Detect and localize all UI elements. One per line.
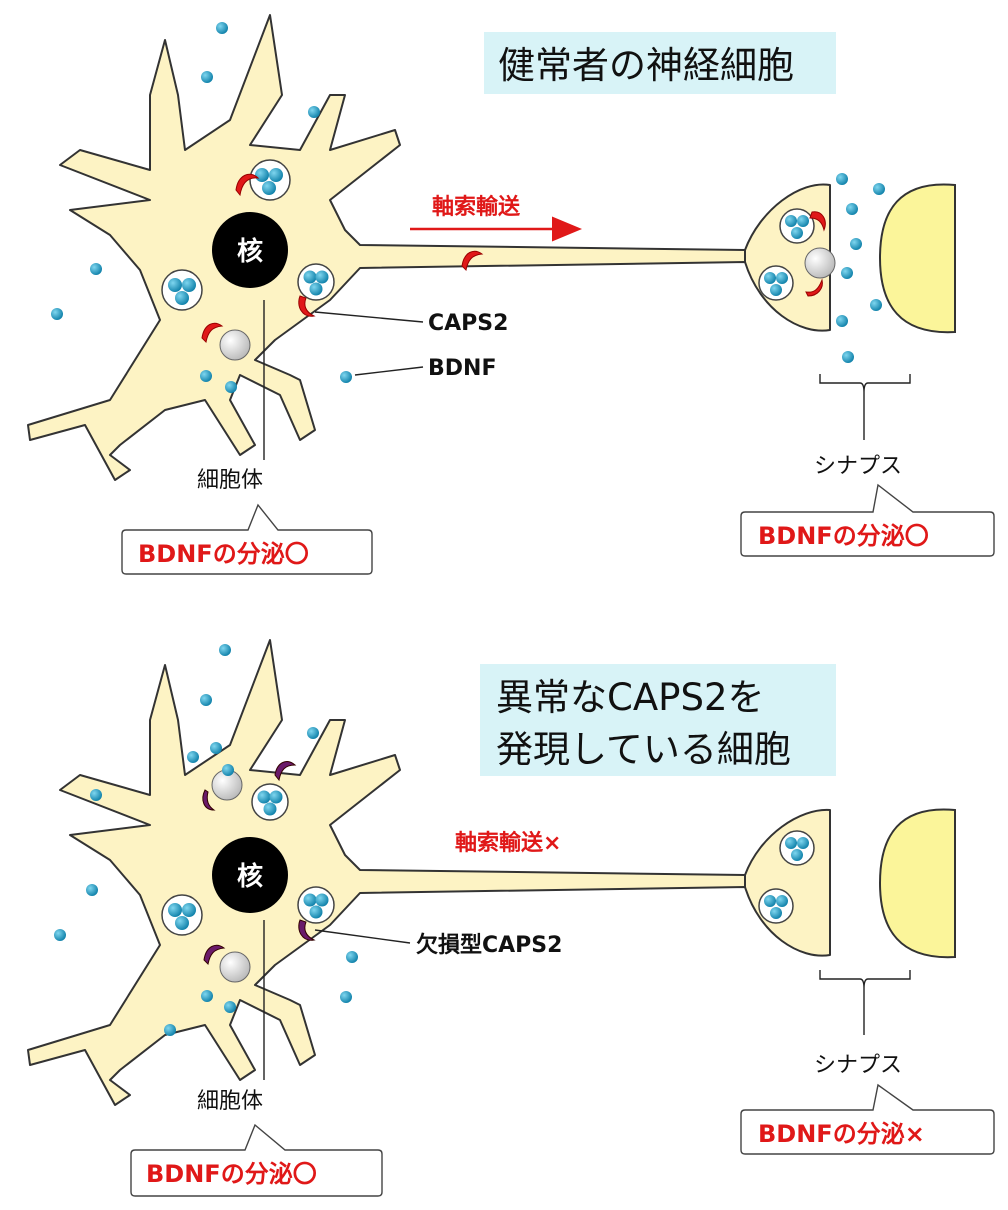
empty-vesicle — [804, 247, 836, 279]
caps2-marker — [461, 250, 484, 272]
axon-transport-label: 軸索輸送 — [432, 194, 520, 220]
axon-terminal — [744, 808, 831, 957]
neuron-cell-body — [27, 14, 791, 481]
caps2-leader — [314, 929, 411, 944]
terminal-vesicle-1 — [779, 830, 815, 866]
title-box-abnormal — [480, 664, 836, 776]
bdnf-label: BDNF — [428, 356, 496, 381]
vesicle-cluster-1 — [249, 159, 291, 201]
synapse-callout-box — [740, 1083, 995, 1155]
axon-transport-label: 軸索輸送× — [455, 830, 561, 856]
nucleus-label: 核 — [237, 861, 263, 892]
terminal-vesicle-2 — [758, 888, 794, 924]
terminal-vesicle-2 — [758, 265, 794, 301]
title-abnormal-line2: 発現している細胞 — [496, 728, 791, 771]
synapse-callout-text: BDNFの分泌〇 — [758, 522, 929, 550]
soma-callout-box — [121, 503, 373, 575]
nucleus-label: 核 — [237, 236, 263, 267]
synapse-label: シナプス — [814, 1053, 902, 1078]
deficient-caps2-marker — [298, 919, 316, 941]
soma-callout-text: BDNFの分泌〇 — [146, 1160, 317, 1188]
bdnf-dots-bottom — [54, 644, 358, 1036]
caps2-marker — [235, 173, 260, 197]
soma-callout-text: BDNFの分泌〇 — [138, 540, 309, 568]
nucleus — [212, 837, 288, 913]
postsynaptic-cell — [878, 808, 956, 959]
caps2-label: CAPS2 — [428, 311, 508, 336]
synapse-callout-box — [740, 483, 995, 557]
deficient-caps2-marker — [203, 944, 226, 966]
vesicle-cluster-2 — [161, 894, 203, 936]
title-abnormal-line1: 異常なCAPS2を — [496, 676, 765, 719]
nucleus — [212, 212, 288, 288]
neuron-cell-body — [27, 639, 791, 1106]
synapse-label: シナプス — [814, 454, 902, 479]
deficient-caps2-marker — [202, 789, 216, 811]
bdnf-leader — [354, 366, 424, 376]
synapse-callout-text: BDNFの分泌× — [758, 1120, 925, 1148]
title-box-healthy — [484, 32, 836, 94]
deficient-caps2-label: 欠損型CAPS2 — [416, 932, 562, 958]
caps2-marker — [805, 278, 823, 297]
deficient-caps2-marker — [274, 761, 297, 782]
synapse-brace — [819, 970, 911, 989]
empty-vesicle — [219, 329, 251, 361]
soma-label: 細胞体 — [197, 1089, 263, 1114]
caps2-marker — [298, 295, 316, 317]
vesicle-cluster-3 — [297, 263, 335, 301]
caps2-marker — [809, 211, 826, 232]
postsynaptic-cell — [878, 183, 956, 334]
bdnf-dots-top — [51, 22, 885, 393]
terminal-vesicle-1 — [779, 208, 815, 244]
panel-abnormal: 異常なCAPS2を 発現している細胞 核 — [27, 639, 995, 1197]
caps2-marker — [201, 322, 224, 344]
title-healthy: 健常者の神経細胞 — [498, 44, 794, 87]
vesicle-cluster-2 — [161, 269, 203, 311]
empty-vesicle — [219, 951, 251, 983]
soma-callout-box — [130, 1123, 383, 1197]
soma-label: 細胞体 — [197, 468, 263, 493]
caps2-leader — [314, 311, 424, 323]
vesicle-cluster-1 — [251, 783, 289, 821]
synapse-brace — [819, 374, 911, 393]
panel-healthy: 健常者の神経細胞 核 — [27, 14, 995, 575]
vesicle-cluster-3 — [297, 886, 335, 924]
